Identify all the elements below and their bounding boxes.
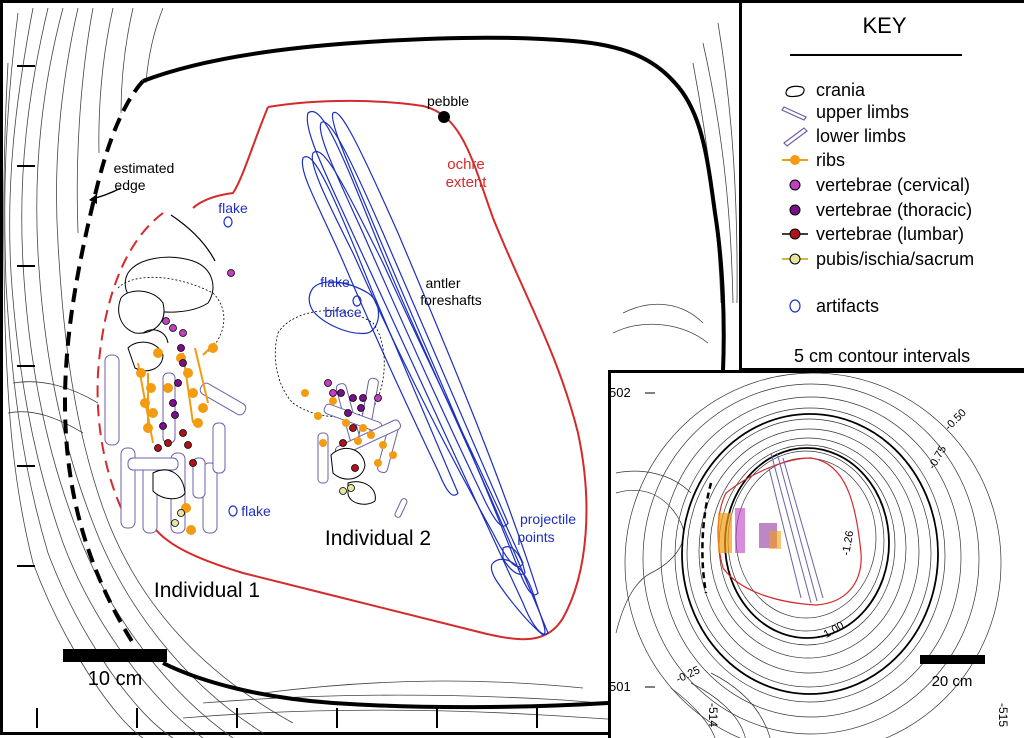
key-label-lumbar: vertebrae (lumbar) (816, 223, 965, 244)
inset-foreshafts (768, 452, 824, 604)
key-item-cervical: vertebrae (cervical) (780, 174, 970, 196)
key-label-lower-limbs: lower limbs (816, 125, 907, 146)
key-label-thoracic: vertebrae (thoracic) (816, 199, 973, 220)
inset-svg: 502 501 -514 -515 -0.50 -0.75 -1.26 -1.0… (611, 373, 1010, 738)
key-label-pubis: pubis/ischia/sacrum (816, 248, 975, 269)
inset-contour-025: -0.25 (674, 664, 702, 685)
key-item-pubis: pubis/ischia/sacrum (780, 248, 974, 270)
key-label-upper-limbs: upper limbs (816, 101, 910, 122)
lower-limb-icon (783, 127, 808, 147)
inset-y-bottom: 501 (611, 679, 631, 694)
antler-foreshafts (301, 110, 549, 635)
key-item-lower-limbs: lower limbs (780, 125, 906, 147)
flake-label-low: flake (241, 503, 271, 519)
crania-icon (785, 85, 805, 98)
ochre-extent-dashed (96, 212, 164, 524)
key-label-artifacts: artifacts (816, 295, 880, 316)
pubis-icon (782, 253, 808, 265)
flake-label-top: flake (218, 200, 248, 216)
ochre-extent-outline (150, 99, 588, 641)
upper-limb-icon (781, 106, 807, 121)
edge-label: edge (114, 177, 145, 193)
grid-ticks (17, 65, 538, 728)
key-item-crania: crania (780, 79, 865, 101)
pebble-marker (438, 111, 450, 123)
inset-x-right: -515 (996, 703, 1010, 727)
cervical-icon (789, 179, 801, 191)
individual-1-skeleton (104, 214, 247, 535)
inset-contour-126: -1.26 (840, 530, 856, 557)
inset-contour-075: -0.75 (926, 444, 949, 472)
inset-contour-050: -0.50 (943, 407, 969, 433)
ochre-extent-top (192, 106, 269, 209)
inset-bones (718, 508, 781, 553)
rib-icon (782, 155, 808, 165)
estimated-edge-line (62, 79, 145, 645)
ochre-label: ochre (447, 156, 485, 173)
inset-scale-label: 20 cm (932, 673, 973, 690)
estimated-label: estimated (114, 160, 175, 176)
individual-1-label: Individual 1 (154, 579, 260, 602)
excavation-plan: pebble ochre extent estimated edge flake… (3, 7, 738, 738)
pit-outline (142, 35, 726, 372)
inset-scale-bar (920, 655, 985, 664)
key-item-artifacts: artifacts (780, 295, 879, 317)
key-item-upper-limbs: upper limbs (780, 101, 909, 123)
projectile-points (490, 546, 546, 636)
inset-ochre-outline (717, 457, 862, 606)
inset-edge-line (701, 482, 713, 594)
key-item-thoracic: vertebrae (thoracic) (780, 199, 972, 221)
artifact-icon (789, 299, 801, 313)
thoracic-icon (789, 204, 801, 216)
artifact-flake-low (228, 505, 238, 517)
artifact-flake-top (223, 216, 233, 228)
lumbar-icon (782, 228, 808, 240)
key-label-crania: crania (816, 79, 866, 100)
key-label-ribs: ribs (816, 149, 846, 170)
scale-label-main: 10 cm (88, 668, 142, 690)
key-label-cervical: vertebrae (cervical) (816, 174, 971, 195)
key-divider (790, 54, 962, 56)
key-item-ribs: ribs (780, 149, 845, 171)
artifacts (223, 216, 380, 517)
key-panel: KEY crania upper limbs lower limbs ribs … (739, 3, 1024, 371)
antler-label: antler (425, 275, 460, 291)
biface-label: biface (324, 304, 362, 320)
projectile-label: projectile (520, 511, 576, 527)
key-item-lumbar: vertebrae (lumbar) (780, 223, 964, 245)
flake-label-mid: flake (320, 274, 350, 290)
extent-label: extent (446, 174, 488, 191)
inset-contour-100: -1.00 (819, 620, 847, 643)
individual-2-label: Individual 2 (325, 527, 431, 550)
scale-bar-main (63, 649, 167, 662)
key-title: KEY (862, 13, 907, 38)
key-contour-note: 5 cm contour intervals (794, 346, 971, 366)
pit-outline-bottom (162, 661, 609, 710)
inset-y-top: 502 (611, 385, 631, 400)
individual-2-skeleton (274, 310, 408, 518)
artifact-biface (308, 281, 380, 335)
inset-map: 502 501 -514 -515 -0.50 -0.75 -1.26 -1.0… (608, 370, 1024, 738)
inset-x-left: -514 (706, 703, 720, 727)
pebble-label: pebble (427, 93, 469, 109)
points-label: points (517, 529, 554, 545)
artifact-flake-mid (352, 295, 362, 307)
arrow-head-icon (89, 194, 97, 204)
foreshafts-label: foreshafts (420, 292, 481, 308)
